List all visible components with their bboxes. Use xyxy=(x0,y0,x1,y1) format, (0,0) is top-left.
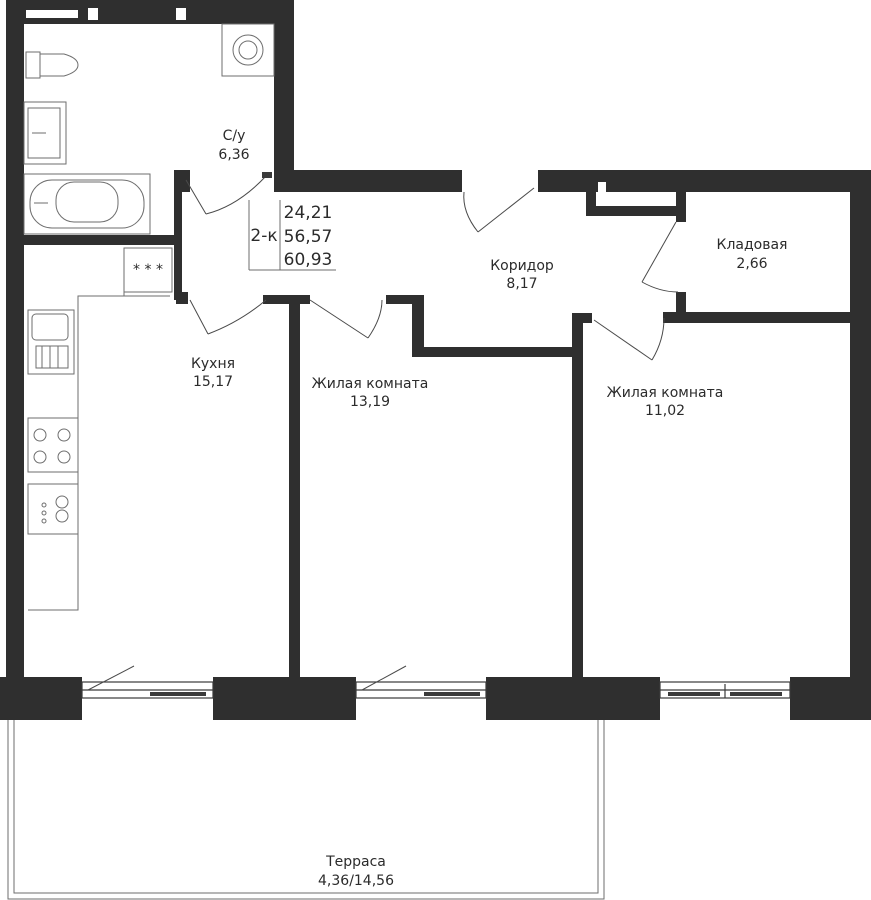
window-kitchen xyxy=(81,665,214,699)
room-name-bathroom: С/у xyxy=(223,128,246,144)
vent-shaft-2 xyxy=(176,8,186,20)
sink-icon xyxy=(23,101,67,165)
room-name-storage: Кладовая xyxy=(717,237,788,253)
storage-niche xyxy=(598,182,606,202)
vent-shaft-1 xyxy=(88,8,98,20)
walls xyxy=(0,0,871,720)
door-entrance xyxy=(463,187,535,233)
kitchen-counter xyxy=(28,248,170,611)
apartment-type: 2-к xyxy=(250,226,277,246)
dishwasher-icon xyxy=(27,483,79,535)
apartment-info: 2-к 24,21 56,57 60,93 xyxy=(248,200,336,271)
toilet-icon xyxy=(25,51,79,79)
room-area-storage: 2,66 xyxy=(736,256,767,272)
door-bathroom xyxy=(185,172,272,215)
room-area-bathroom: 6,36 xyxy=(218,147,249,163)
room-name-terrace: Терраса xyxy=(325,854,386,870)
kitchen-sink-icon xyxy=(27,309,75,375)
wall-inlay xyxy=(26,10,78,18)
bathtub-icon xyxy=(23,173,151,235)
room-name-corridor: Коридор xyxy=(490,258,554,274)
area-with-terrace: 60,93 xyxy=(284,250,333,270)
door-living2 xyxy=(593,317,665,361)
washing-machine-icon xyxy=(221,23,275,77)
room-area-living1: 13,19 xyxy=(350,394,390,410)
room-name-living1: Жилая комната xyxy=(312,376,429,392)
room-area-living2: 11,02 xyxy=(645,403,685,419)
window-living1 xyxy=(355,665,487,699)
area-living: 24,21 xyxy=(284,203,333,223)
room-area-corridor: 8,17 xyxy=(506,276,537,292)
window-living2 xyxy=(659,681,791,699)
radiator-icon: * * * xyxy=(123,247,173,293)
svg-text:* * *: * * * xyxy=(133,262,163,278)
door-storage xyxy=(641,221,679,293)
door-kitchen xyxy=(189,299,267,335)
room-area-kitchen: 15,17 xyxy=(193,374,233,390)
room-name-kitchen: Кухня xyxy=(191,356,235,372)
terrace-outline xyxy=(7,720,605,900)
room-area-terrace: 4,36/14,56 xyxy=(318,873,394,889)
stove-icon xyxy=(27,417,79,473)
door-living1 xyxy=(309,299,383,339)
room-name-living2: Жилая комната xyxy=(607,385,724,401)
storage-niche-2 xyxy=(622,196,674,204)
area-total: 56,57 xyxy=(284,227,333,247)
